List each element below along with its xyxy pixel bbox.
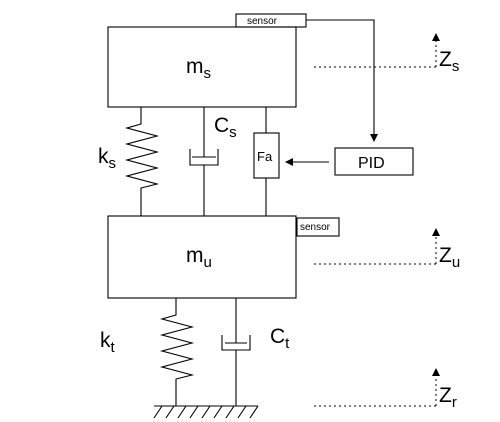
zr-label: Zr	[439, 384, 457, 411]
tire-spring-label: kt	[100, 329, 116, 356]
unsprung-mass-label: mu	[186, 244, 212, 271]
unsprung-mass-sensor-label: sensor	[300, 222, 331, 233]
suspension-spring	[124, 107, 160, 216]
road-ground	[153, 405, 259, 419]
pid-controller-box	[334, 147, 414, 176]
actuator-label: Fa	[257, 149, 273, 164]
unsprung-mass-block	[107, 215, 297, 299]
tire-spring	[159, 298, 195, 406]
zs-reference	[314, 33, 440, 68]
tire-damper	[221, 298, 251, 406]
zu-reference	[314, 228, 440, 265]
sprung-mass-block	[107, 26, 297, 108]
zu-label: Zu	[439, 244, 460, 271]
zr-reference	[314, 368, 440, 407]
suspension-damper	[189, 107, 219, 216]
sprung-mass-label: ms	[186, 55, 211, 82]
tire-damper-label: Ct	[270, 325, 290, 352]
sprung-mass-sensor-label: sensor	[247, 16, 278, 27]
zs-label: Zs	[439, 48, 459, 75]
suspension-spring-label: ks	[98, 145, 116, 172]
suspension-damper-label: Cs	[214, 114, 237, 141]
unsprung-mass-sensor	[296, 217, 340, 237]
sensor-feedback-line	[306, 19, 378, 142]
pid-controller-label: PID	[358, 155, 385, 172]
